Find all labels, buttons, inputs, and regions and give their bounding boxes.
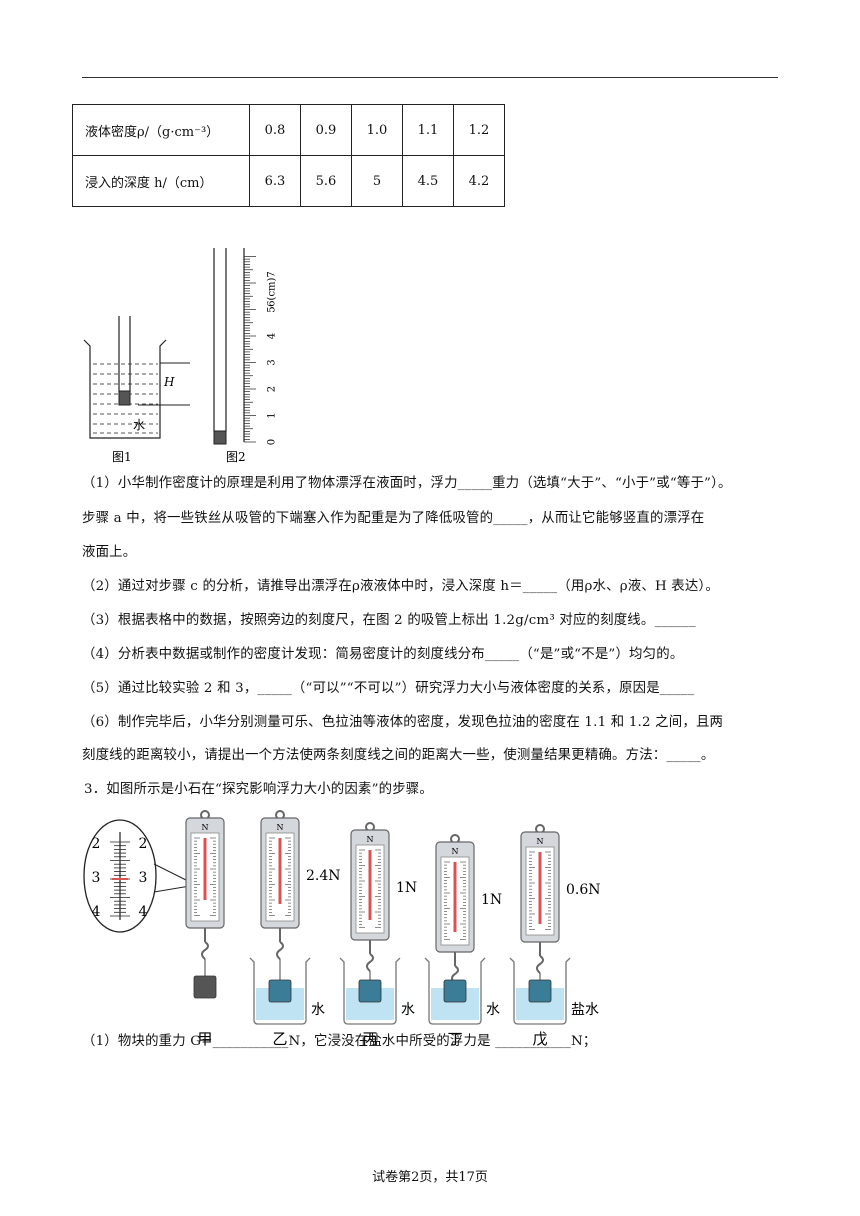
q2-p1a: （1）小华制作密度计的原理是利用了物体漂浮在液面时，浮力_____重力（选填“大… (82, 476, 732, 491)
step-label: 乙 (272, 1030, 287, 1048)
ruler-tick-label: 2 (267, 386, 278, 392)
scale-unit-label: N (202, 823, 209, 832)
step-label: 甲 (197, 1030, 212, 1048)
fig1-weight (118, 390, 131, 406)
q2-p6b: 刻度线的距离较小，请提出一个方法使两条刻度线之间的距离大一些，使测量结果更精确。… (82, 748, 715, 763)
fig1-water (93, 363, 158, 434)
ruler-tick-label: 5 (267, 306, 278, 312)
table-header-density: 液体密度ρ/（g·cm⁻³） (72, 104, 250, 156)
zoom-view: 2 2 3 3 4 4 (83, 819, 197, 933)
table-cell: 5.6 (300, 155, 352, 207)
table-cell: 6.3 (249, 155, 301, 207)
scale-reading: 0.6N (566, 882, 601, 898)
fig2-straw (213, 248, 227, 432)
fig2-ruler: 0 1 2 3 4 56(cm)7 (243, 248, 278, 445)
spring-scale: N 乙 2.4N 水 (249, 810, 341, 1048)
spring-scale: N 丁 1N 水 (424, 834, 502, 1048)
q2-p3: （3）根据表格中的数据，按照旁边的刻度尺，在图 2 的吸管上标出 1.2g/cm… (82, 613, 696, 628)
ruler-tick-label: 3 (267, 359, 278, 365)
zoom-ticks: 2 2 3 3 4 4 (92, 832, 148, 920)
ruler-tick-label: 1 (267, 412, 278, 418)
fig1-beaker (83, 339, 167, 439)
step-label: 戊 (532, 1030, 547, 1048)
spring-scale: N 戊 0.6N 盐水 (509, 824, 601, 1048)
table-cell: 0.9 (300, 104, 352, 156)
spring-scale: N 丙 1N 水 (339, 822, 417, 1048)
table-cell: 4.2 (453, 155, 505, 207)
scale-unit-label: N (452, 847, 459, 856)
table-cell: 1.0 (351, 104, 403, 156)
scale-unit-label: N (367, 835, 374, 844)
ruler-tick-label: 0 (267, 439, 278, 445)
table-cell: 1.1 (402, 104, 454, 156)
q2-p1b: 步骤 a 中，将一些铁丝从吸管的下端塞入作为配重是为了降低吸管的_____，从而… (82, 511, 705, 526)
table-cell: 5 (351, 155, 403, 207)
q3-sub1: （1）物块的重力 G=___________N，它浸没在盐水中所受的浮力是 __… (82, 1034, 597, 1049)
liquid-label: 水 (486, 1002, 500, 1018)
table-header-depth: 浸入的深度 h/（cm） (72, 155, 250, 207)
q2-p2: （2）通过对步骤 c 的分析，请推导出漂浮在ρ液液体中时，浸入深度 h＝____… (82, 579, 719, 594)
table-cell: 4.5 (402, 155, 454, 207)
zoom-tick-label: 4 (92, 904, 101, 920)
scale-reading: 1N (481, 892, 502, 908)
table-row: 液体密度ρ/（g·cm⁻³） 0.8 0.9 1.0 1.1 1.2 (72, 104, 505, 156)
figure-1-2: H 水 图1 0 1 2 3 4 56(cm)7 图2 (83, 248, 278, 464)
fig1-caption: 图1 (112, 450, 132, 464)
zoom-tick-label: 3 (139, 870, 148, 886)
ruler-unit-label: 6(cm)7 (267, 271, 278, 307)
step-label: 丁 (447, 1030, 462, 1048)
step-label: 丙 (362, 1030, 377, 1048)
q2-p1c: 液面上。 (82, 545, 137, 560)
page-footer: 试卷第2页，共17页 (372, 1170, 488, 1185)
liquid-label: 水 (311, 1002, 325, 1018)
liquid-label: 水 (401, 1002, 415, 1018)
fig1-H-marks (138, 362, 190, 406)
density-table: 液体密度ρ/（g·cm⁻³） 0.8 0.9 1.0 1.1 1.2 浸入的深度… (72, 104, 505, 207)
scale-unit-label: N (277, 823, 284, 832)
zoom-tick-label: 4 (139, 904, 148, 920)
scale-unit-label: N (537, 837, 544, 846)
q2-p6a: （6）制作完毕后，小华分别测量可乐、色拉油等液体的密度，发现色拉油的密度在 1.… (82, 715, 724, 730)
ruler-tick-label: 4 (267, 333, 278, 339)
fig1-H-label: H (163, 375, 175, 389)
liquid-label: 盐水 (571, 1002, 599, 1018)
fig1-water-label: 水 (133, 418, 145, 432)
spring-scale: N甲 (185, 810, 225, 1048)
q2-p5: （5）通过比较实验 2 和 3，_____（“可以”“不可以”）研究浮力大小与液… (82, 681, 695, 696)
table-cell: 0.8 (249, 104, 301, 156)
table-cell: 1.2 (453, 104, 505, 156)
zoom-tick-label: 2 (139, 836, 148, 852)
fig2-weight (213, 430, 227, 445)
scale-reading: 2.4N (306, 868, 341, 884)
scale-reading: 1N (396, 880, 417, 896)
fig2-caption: 图2 (226, 450, 246, 464)
q2-p4: （4）分析表中数据或制作的密度计发现：简易密度计的刻度线分布_____（“是”或… (82, 647, 684, 662)
q3-stem: 3．如图所示是小石在“探究影响浮力大小的因素”的步骤。 (84, 782, 433, 797)
table-row: 浸入的深度 h/（cm） 6.3 5.6 5 4.5 4.2 (72, 155, 505, 207)
fig1-straw (118, 316, 131, 392)
header-rule (82, 77, 778, 78)
zoom-tick-label: 3 (92, 870, 101, 886)
zoom-tick-label: 2 (92, 836, 101, 852)
